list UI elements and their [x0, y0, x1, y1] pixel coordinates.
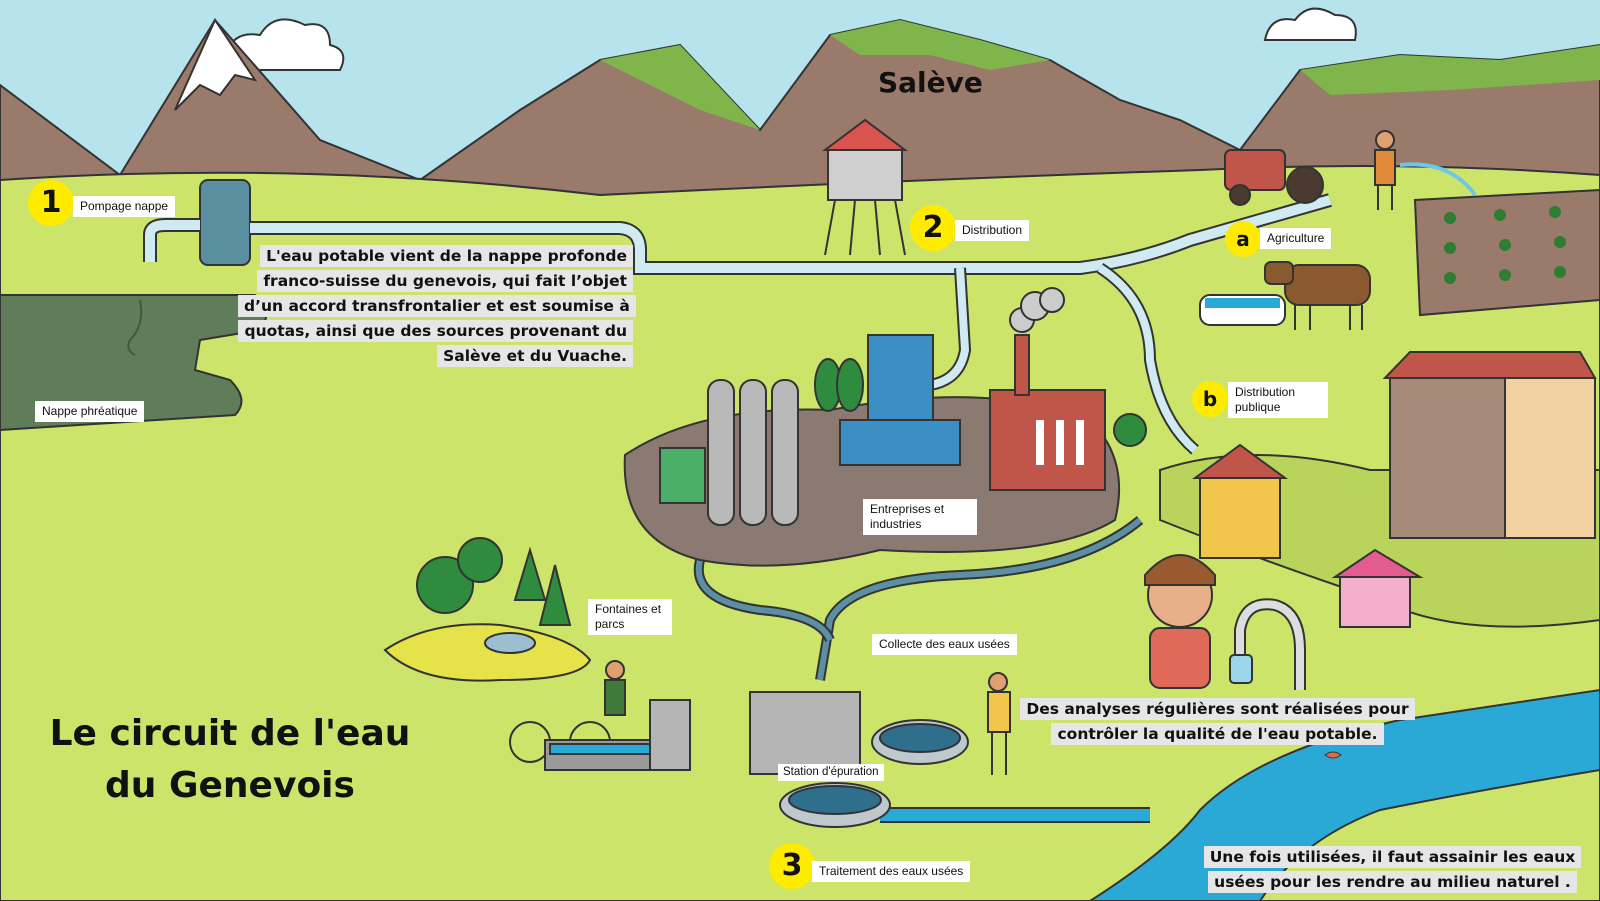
analyses-text: Des analyses régulières sont réalisées p…	[1020, 697, 1415, 747]
cow	[1264, 261, 1371, 330]
fontaines-label: Fontaines et parcs	[588, 599, 672, 635]
crop-field	[1413, 188, 1600, 317]
step-2-label: Distribution	[955, 220, 1030, 241]
entreprises-label: Entreprises et industries	[863, 499, 977, 535]
red-factory	[989, 334, 1106, 491]
yellow-house	[1191, 443, 1289, 559]
step-b-marker: b	[1192, 381, 1228, 417]
green-building	[659, 447, 706, 504]
pink-house	[1331, 548, 1424, 628]
apartment-building	[1382, 351, 1597, 539]
farmer	[1374, 130, 1396, 210]
tractor	[1224, 149, 1324, 206]
step-1-label: Pompage nappe	[73, 196, 176, 217]
step-a-label: Agriculture	[1260, 228, 1332, 249]
station-label: Station d'épuration	[778, 764, 884, 781]
step-a-marker: a	[1225, 221, 1261, 257]
pipes	[250, 193, 1332, 823]
technician	[987, 672, 1011, 775]
girl	[1144, 554, 1216, 689]
page-title: Le circuit de l'eau du Genevois	[49, 713, 411, 806]
mountain-label: Salève	[878, 66, 983, 99]
glass-tower	[839, 334, 961, 466]
water-tower	[822, 118, 908, 256]
treatment-plant	[749, 691, 969, 828]
step-3-marker: 3	[769, 843, 815, 889]
assainir-text: Une fois utilisées, il faut assainir les…	[1195, 845, 1590, 895]
step-1-marker: 1	[28, 180, 74, 226]
step-b-label: Distribution publique	[1228, 382, 1328, 418]
park-ground	[383, 623, 592, 682]
step-2-marker: 2	[910, 205, 956, 251]
drinking-fountain	[544, 699, 691, 771]
source-text: L'eau potable vient de la nappe profonde…	[238, 244, 636, 369]
nappe-label: Nappe phréatique	[35, 401, 145, 422]
collecte-label: Collecte des eaux usées	[872, 634, 1017, 655]
silos	[707, 379, 799, 526]
fountain-basin	[484, 632, 536, 654]
step-3-label: Traitement des eaux usées	[812, 861, 971, 882]
